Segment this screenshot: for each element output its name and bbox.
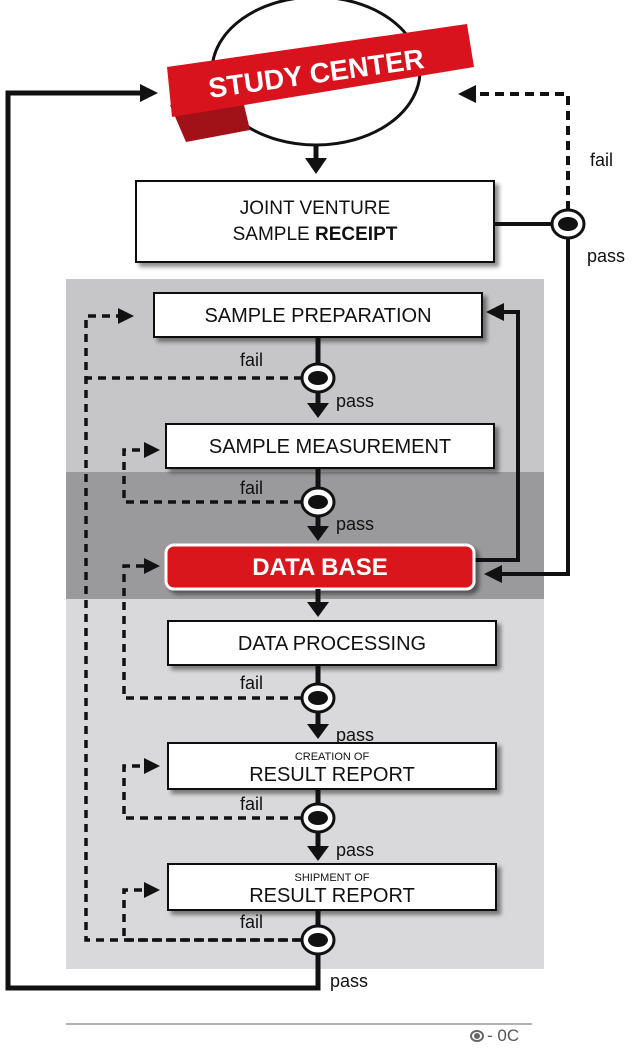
eye-icon <box>470 1030 484 1042</box>
preparation-down-arrowhead <box>307 403 329 418</box>
measurement-decision-node-inner <box>308 495 328 509</box>
processing-pass-label: pass <box>336 725 374 745</box>
outer-fail-arrowhead <box>118 308 134 324</box>
data-processing-box[interactable] <box>167 620 497 666</box>
sample-measurement-label: SAMPLE MEASUREMENT <box>209 436 451 458</box>
database-label: DATA BASE <box>252 554 388 581</box>
processing-fail-label: fail <box>240 673 263 693</box>
preparation-pass-label: pass <box>336 391 374 411</box>
shipment-pass-label: pass <box>330 971 368 991</box>
sample-measurement-box[interactable] <box>165 423 495 469</box>
shipment-fail-arrowhead <box>144 882 160 898</box>
data-processing-label: DATA PROCESSING <box>238 633 426 655</box>
sample-preparation-label: SAMPLE PREPARATION <box>204 305 431 327</box>
sample-preparation-box[interactable] <box>153 292 483 338</box>
creation-down-arrowhead <box>307 846 329 861</box>
creation-pass-label: pass <box>336 840 374 860</box>
return-loop-arrow <box>140 84 158 102</box>
shipment-fail-loop <box>122 888 302 942</box>
footer-text: - 0C <box>487 1026 520 1045</box>
measurement-fail-loop <box>122 448 302 504</box>
shipment-report-main-label: RESULT REPORT <box>249 885 415 907</box>
measurement-pass-label: pass <box>336 514 374 534</box>
creation-fail-label: fail <box>240 794 263 814</box>
footer: - 0C <box>470 1026 519 1046</box>
processing-decision-node-inner <box>308 691 328 705</box>
receipt-line2: SAMPLE RECEIPT <box>233 224 398 245</box>
database-fail-loop <box>122 564 302 700</box>
study-center-banner[interactable] <box>167 24 474 117</box>
measurement-down-arrowhead <box>307 526 329 541</box>
creation-report-small-label: CREATION OF <box>295 751 370 763</box>
outer-fail-loop <box>84 314 300 942</box>
database-down-arrowhead <box>307 602 329 617</box>
shipment-decision-node-inner <box>308 933 328 947</box>
creation-report-main-label: RESULT REPORT <box>249 764 415 786</box>
fail-return-to-center <box>478 92 570 210</box>
measurement-fail-label: fail <box>240 478 263 498</box>
creation-report-box[interactable] <box>167 742 497 790</box>
creation-fail-arrowhead <box>144 758 160 774</box>
measurement-fail-arrowhead <box>144 442 160 458</box>
shipment-report-box[interactable] <box>167 863 497 911</box>
preparation-fail-label: fail <box>240 350 263 370</box>
receipt-fail-label: fail <box>590 150 613 170</box>
preparation-decision-node-inner <box>308 371 328 385</box>
processing-down-arrowhead <box>307 724 329 739</box>
fail-arrowhead-center <box>458 85 476 103</box>
shipment-fail-label: fail <box>240 912 263 932</box>
shipment-report-small-label: SHIPMENT OF <box>295 872 370 884</box>
receipt-box[interactable] <box>135 180 495 263</box>
pass-arrowhead-database <box>484 565 502 583</box>
return-loop-line <box>5 90 321 991</box>
pass-receipt-to-database <box>500 238 570 576</box>
receipt-decision-node-inner <box>558 217 578 231</box>
creation-fail-loop <box>122 764 302 820</box>
receipt-pass-label: pass <box>587 246 625 266</box>
database-to-preparation-loop <box>474 310 520 562</box>
database-fail-arrowhead <box>144 558 160 574</box>
arrowhead-center-to-receipt <box>305 158 327 174</box>
database-loop-arrowhead <box>486 303 504 321</box>
receipt-line1: JOINT VENTURE <box>240 198 391 219</box>
creation-decision-node-inner <box>308 811 328 825</box>
